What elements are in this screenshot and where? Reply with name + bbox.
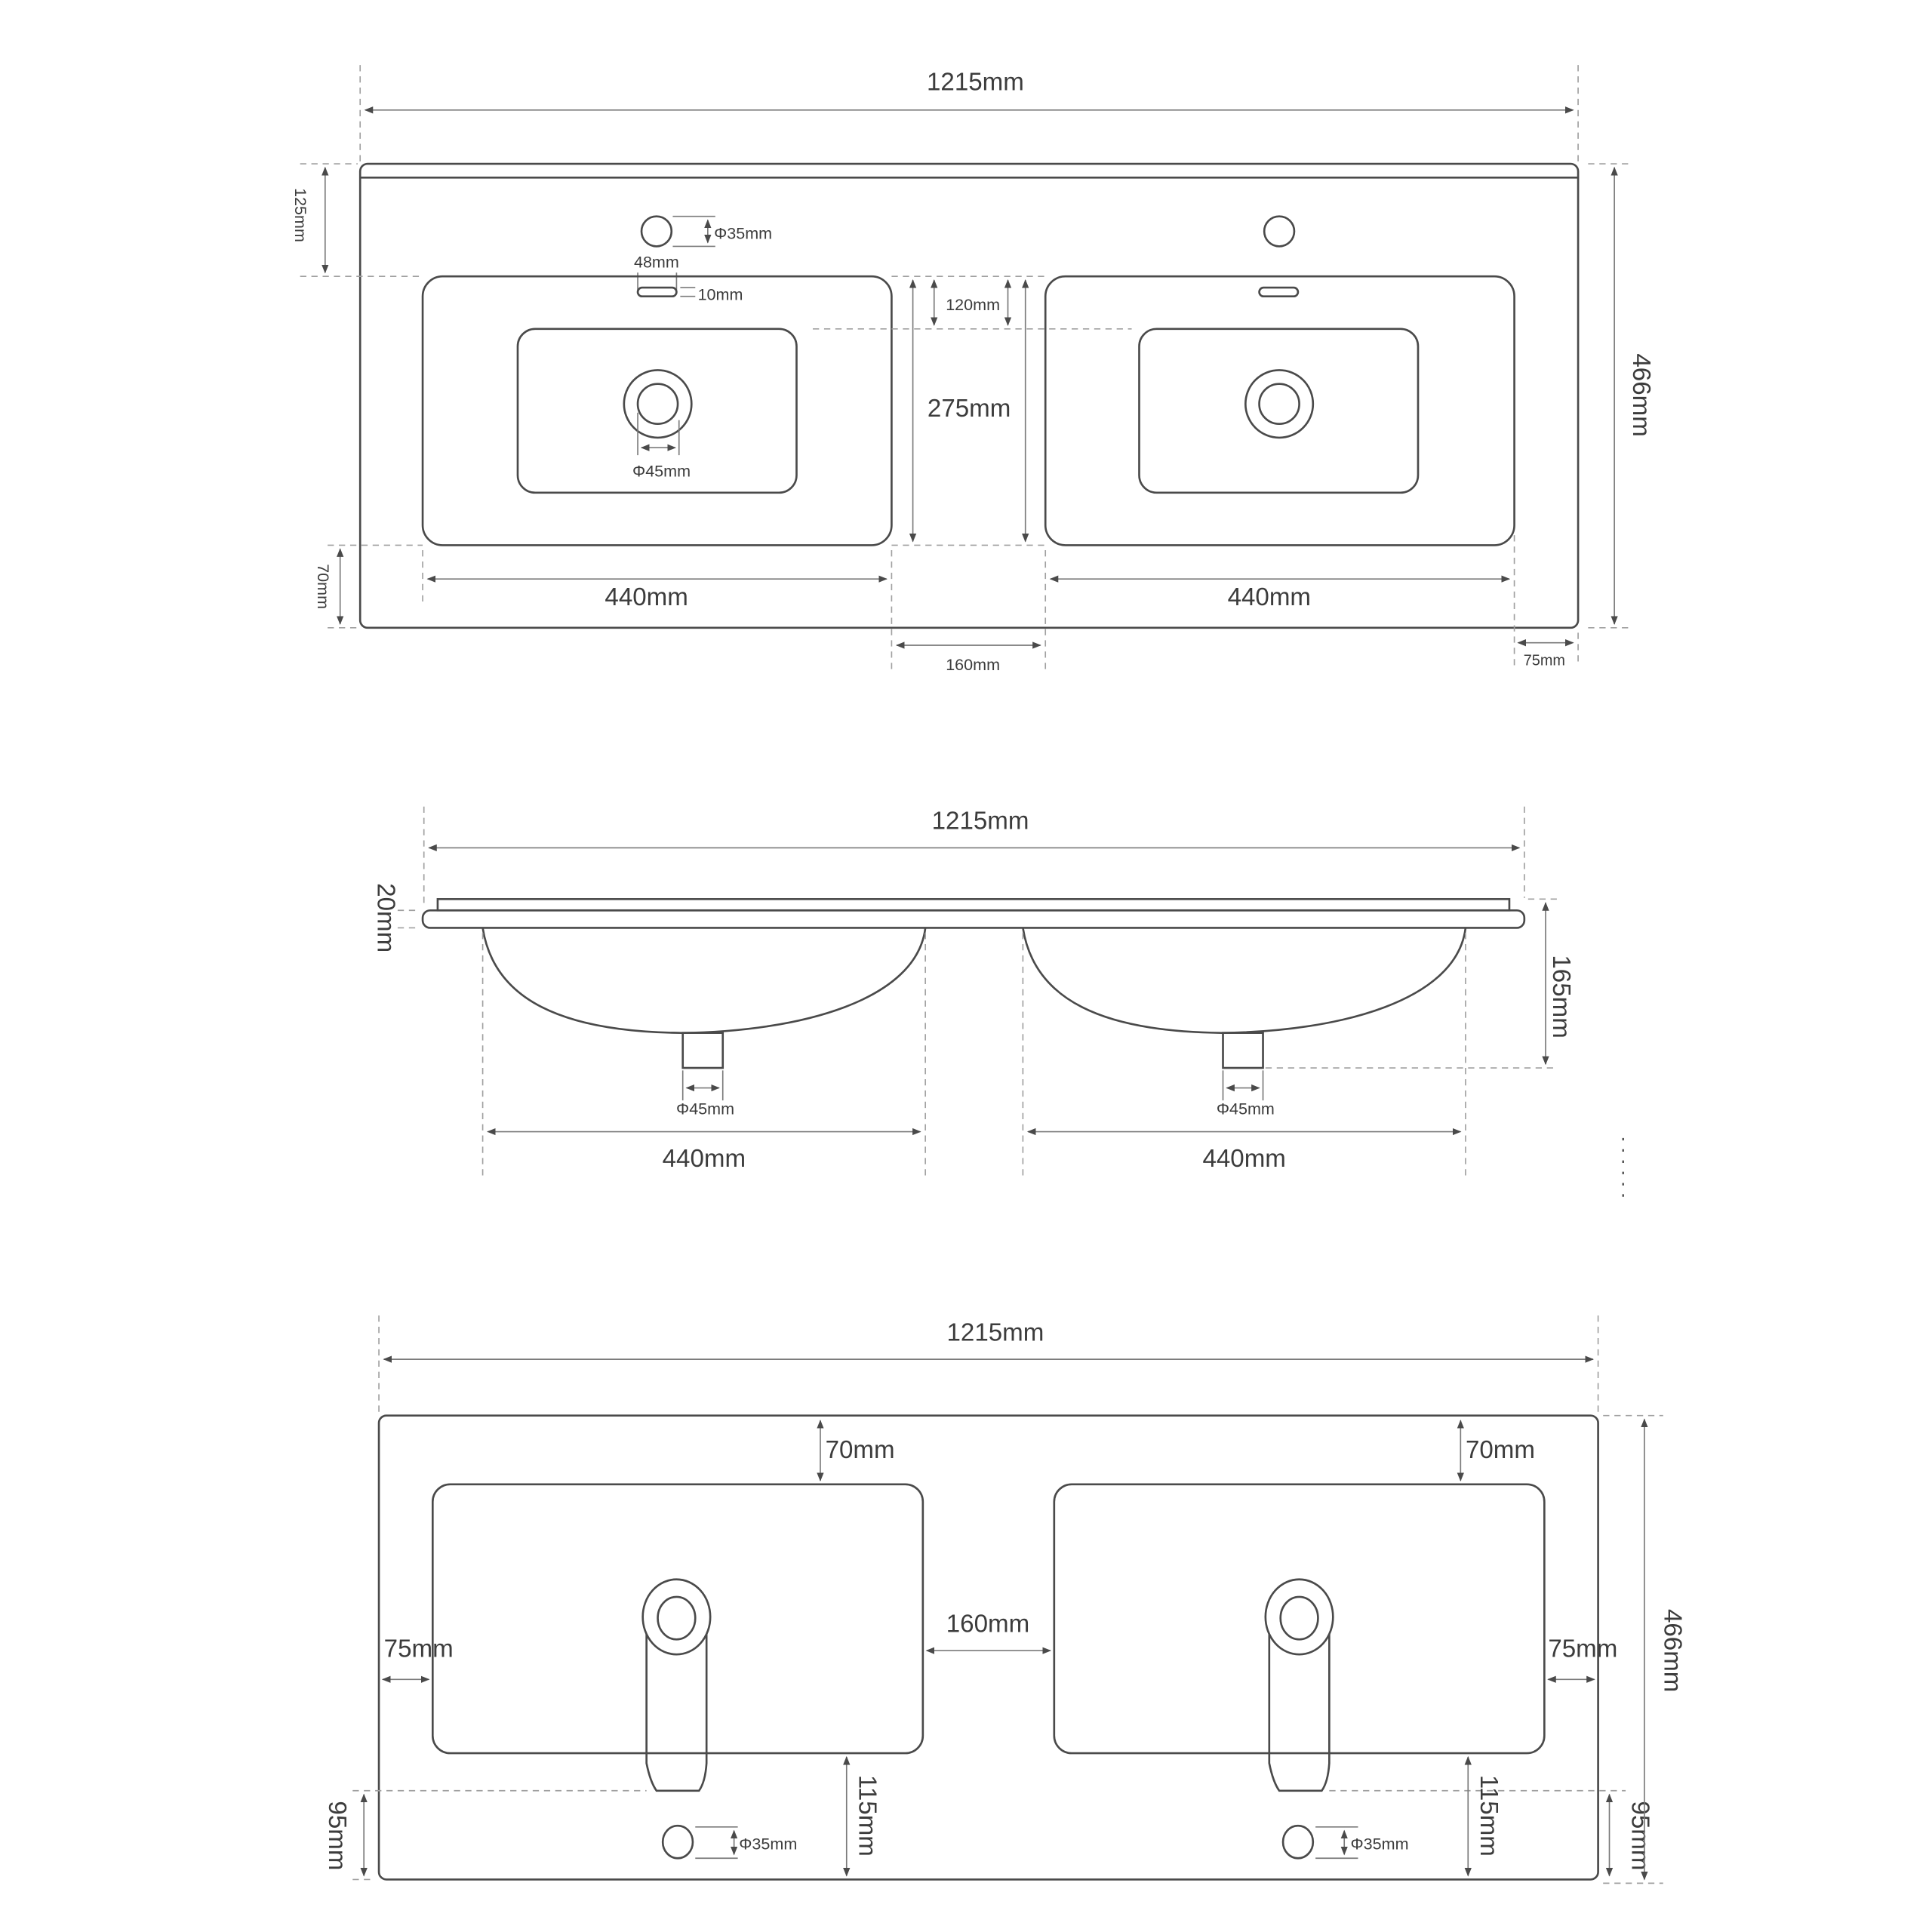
- drain-left-inner: [636, 383, 679, 426]
- basin-width-left-label: 440mm: [605, 583, 688, 611]
- bottom-width-label: 1215mm: [946, 1318, 1044, 1346]
- rim-top: [436, 898, 1511, 912]
- basin-depth-label: 275mm: [928, 395, 1011, 423]
- bottom-gap-label: 160mm: [946, 1610, 1029, 1638]
- basin-inner-right: [1138, 328, 1420, 494]
- side-margin-right-label: 75mm: [1548, 1635, 1617, 1663]
- bottom-tap-hole-right-label: Φ35mm: [1351, 1835, 1409, 1854]
- side-margin-label: 75mm: [1524, 653, 1565, 669]
- drain-left-outer: [623, 369, 693, 439]
- rim: [421, 909, 1526, 929]
- total-height-label: 165mm: [1547, 955, 1575, 1038]
- waste-right-label: Φ45mm: [1217, 1100, 1275, 1118]
- side-basin-width-right-label: 440mm: [1202, 1145, 1285, 1173]
- bottom-basin-left: [431, 1483, 924, 1755]
- front-margin-label: 70mm: [314, 564, 332, 609]
- tap-hole-label: Φ35mm: [714, 224, 772, 242]
- basin-outer-left: [421, 275, 893, 546]
- basin-outer-right: [1044, 275, 1515, 546]
- bottom-view: 1215mm 70mm 70mm 75mm 75mm 160mm 95mm: [323, 1315, 1686, 1884]
- drain-right-inner: [1258, 383, 1300, 426]
- overflow-height-label: 10mm: [698, 286, 743, 304]
- trap-left-inner: [657, 1595, 697, 1641]
- bottom-depth-label: 466mm: [1658, 1609, 1686, 1692]
- drain-right-outer: [1244, 369, 1315, 439]
- waste-left: [681, 1032, 724, 1069]
- trap-right: [1268, 1626, 1331, 1792]
- side-margin-left-label: 75mm: [384, 1635, 454, 1663]
- back-to-basin-label: 125mm: [291, 188, 309, 242]
- bowl-right: [1022, 928, 1467, 1034]
- bottom-tap-hole-right: [1281, 1824, 1315, 1860]
- waste-right: [1222, 1032, 1264, 1069]
- basin-front-left-label: 115mm: [853, 1775, 881, 1857]
- drain-label: Φ45mm: [632, 462, 691, 480]
- back-margin-left-label: 70mm: [826, 1436, 895, 1464]
- overflow-width-label: 48mm: [634, 254, 679, 272]
- trap-front-right-label: 95mm: [1626, 1801, 1654, 1870]
- side-view: 1215mm 20mm Φ45mm Φ45mm 165mm 440m: [371, 806, 1624, 1203]
- basin-front-right-label: 115mm: [1475, 1775, 1503, 1857]
- bowl-left: [481, 928, 927, 1034]
- overflow-slot-right: [1258, 286, 1300, 298]
- top-width-label: 1215mm: [927, 68, 1024, 96]
- basin-inner-left: [516, 328, 798, 494]
- rim-thickness-label: 20mm: [371, 883, 399, 952]
- countertop-outline: [358, 162, 1580, 629]
- basin-width-right-label: 440mm: [1228, 583, 1311, 611]
- tap-hole-left: [640, 215, 673, 248]
- trap-right-inner: [1279, 1595, 1319, 1641]
- back-margin-right-label: 70mm: [1466, 1436, 1535, 1464]
- bottom-basin-right: [1053, 1483, 1546, 1755]
- basin-gap-label: 160mm: [946, 656, 1000, 674]
- trap-left: [645, 1626, 708, 1792]
- top-depth-label: 466mm: [1627, 353, 1655, 436]
- waste-left-label: Φ45mm: [676, 1100, 734, 1118]
- tap-hole-right: [1263, 215, 1296, 248]
- overflow-slot-left: [636, 286, 678, 298]
- trap-front-left-label: 95mm: [323, 1801, 351, 1870]
- top-view: 1215mm 125mm Φ35mm 48mm 10mm: [291, 65, 1655, 674]
- side-width-label: 1215mm: [932, 808, 1029, 835]
- bottom-tap-hole-left-label: Φ35mm: [739, 1835, 797, 1854]
- plateau-label: 120mm: [946, 296, 1000, 314]
- bottom-tap-hole-left: [661, 1824, 694, 1860]
- side-basin-width-left-label: 440mm: [663, 1145, 746, 1173]
- bottom-outline: [377, 1414, 1599, 1881]
